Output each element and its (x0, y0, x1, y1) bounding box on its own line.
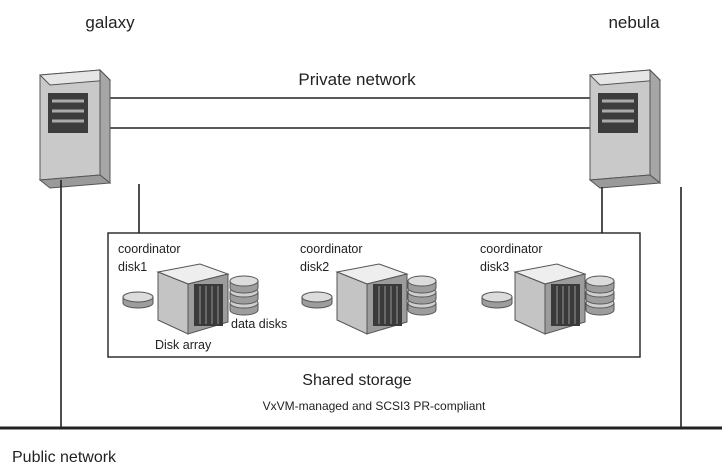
coordinator-disk-icon (481, 291, 513, 309)
coordinator-disk-name: disk2 (300, 260, 329, 274)
server-icon (588, 68, 662, 190)
private-network-label: Private network (298, 70, 416, 89)
disk-array-icon (157, 263, 229, 335)
disk-array-icon (514, 263, 586, 335)
coordinator-disk-name: disk1 (118, 260, 147, 274)
coordinator-label: coordinator (300, 242, 363, 256)
coordinator-disk-name: disk3 (480, 260, 509, 274)
disk-stack-icon (407, 275, 437, 316)
coordinator-disk-icon (122, 291, 154, 309)
coordinator-disk-icon (301, 291, 333, 309)
disk-stack-icon (229, 275, 259, 316)
server-icon (38, 68, 112, 190)
shared-storage-subtitle: VxVM-managed and SCSI3 PR-compliant (263, 399, 486, 413)
shared-storage-title: Shared storage (302, 372, 412, 389)
disk-stack-icon (585, 275, 615, 316)
disk-array-icon (336, 263, 408, 335)
disk-array-label: Disk array (155, 338, 212, 352)
node-label-nebula: nebula (608, 13, 660, 32)
coordinator-label: coordinator (118, 242, 181, 256)
node-label-galaxy: galaxy (85, 13, 135, 32)
coordinator-label: coordinator (480, 242, 543, 256)
public-network-label: Public network (12, 449, 117, 466)
data-disks-label: data disks (231, 317, 287, 331)
